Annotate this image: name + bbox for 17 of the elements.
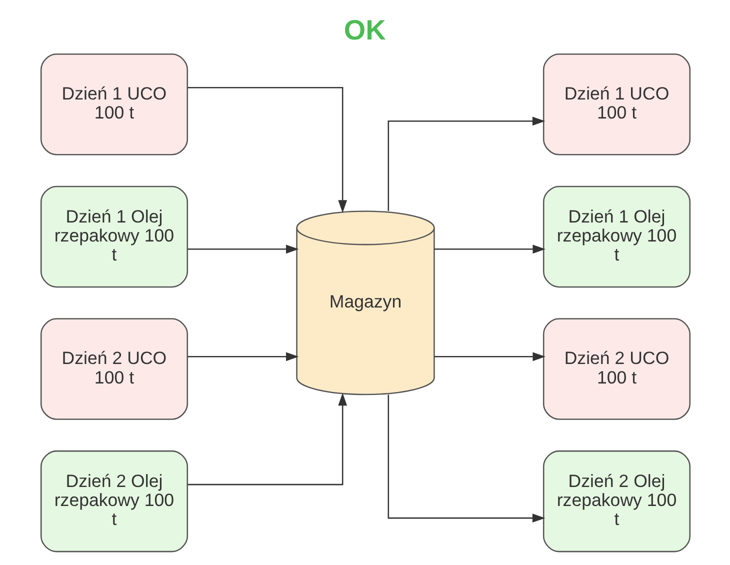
node-box: Dzień 2 UCO 100 t [40, 318, 188, 420]
arrow [187, 392, 347, 486]
arrow [387, 394, 545, 523]
node-box: Dzień 2 Olej rzepakowy 100 t [40, 450, 188, 552]
arrow [387, 116, 545, 211]
arrow [434, 352, 545, 362]
arrow [187, 87, 347, 213]
arrow [434, 244, 545, 254]
arrow [187, 352, 298, 362]
node-box: Dzień 1 UCO 100 t [542, 54, 690, 156]
node-box: Dzień 1 Olej rzepakowy 100 t [542, 186, 690, 288]
arrow [187, 244, 298, 254]
node-box: Dzień 1 UCO 100 t [40, 54, 188, 156]
diagram-title: OK [343, 14, 386, 46]
node-box: Dzień 2 UCO 100 t [542, 318, 690, 420]
node-box: Dzień 2 Olej rzepakowy 100 t [542, 450, 690, 552]
node-box: Dzień 1 Olej rzepakowy 100 t [40, 186, 188, 288]
